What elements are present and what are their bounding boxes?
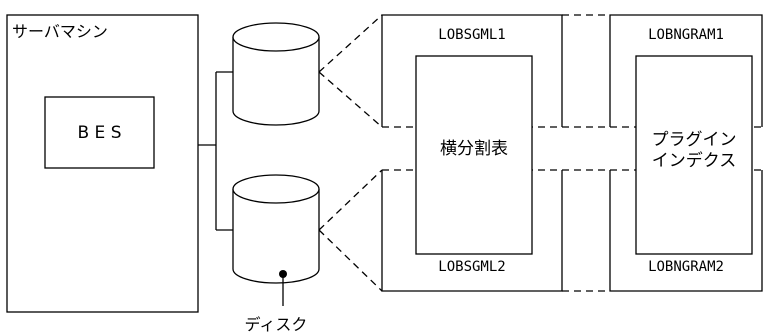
area-lobngram2 — [609, 170, 763, 292]
plugin-index-box — [635, 55, 753, 255]
plugin-index-label-line1: プラグイン — [652, 130, 737, 150]
area-lobngram1-label: LOBNGRAM1 — [648, 27, 724, 43]
plugin-index-label-line2: インデクス — [652, 150, 737, 171]
area-lobsgml2 — [381, 170, 563, 292]
middle-area-link — [562, 126, 610, 171]
server-disk-connector — [198, 71, 233, 231]
upper-disk-projection — [318, 14, 383, 128]
area-lobsgml1-label: LOBSGML1 — [438, 27, 505, 43]
lower-disk-cylinder — [232, 174, 320, 284]
upper-disk-cylinder — [232, 22, 320, 126]
area-lobsgml2-label: LOBSGML2 — [438, 259, 505, 275]
area-lobngram2-label: LOBNGRAM2 — [648, 259, 724, 275]
disk-label: ディスク — [245, 315, 308, 334]
server-machine-label: サーバマシン — [12, 22, 108, 41]
partitioned-table-box — [415, 55, 533, 255]
lower-disk-projection — [318, 169, 383, 292]
area-lobsgml1 — [381, 14, 563, 127]
partitioned-table-label: 横分割表 — [440, 139, 508, 159]
area-lobngram1 — [609, 14, 763, 127]
bes-label: B E S — [77, 123, 121, 143]
bes-box — [44, 96, 155, 169]
